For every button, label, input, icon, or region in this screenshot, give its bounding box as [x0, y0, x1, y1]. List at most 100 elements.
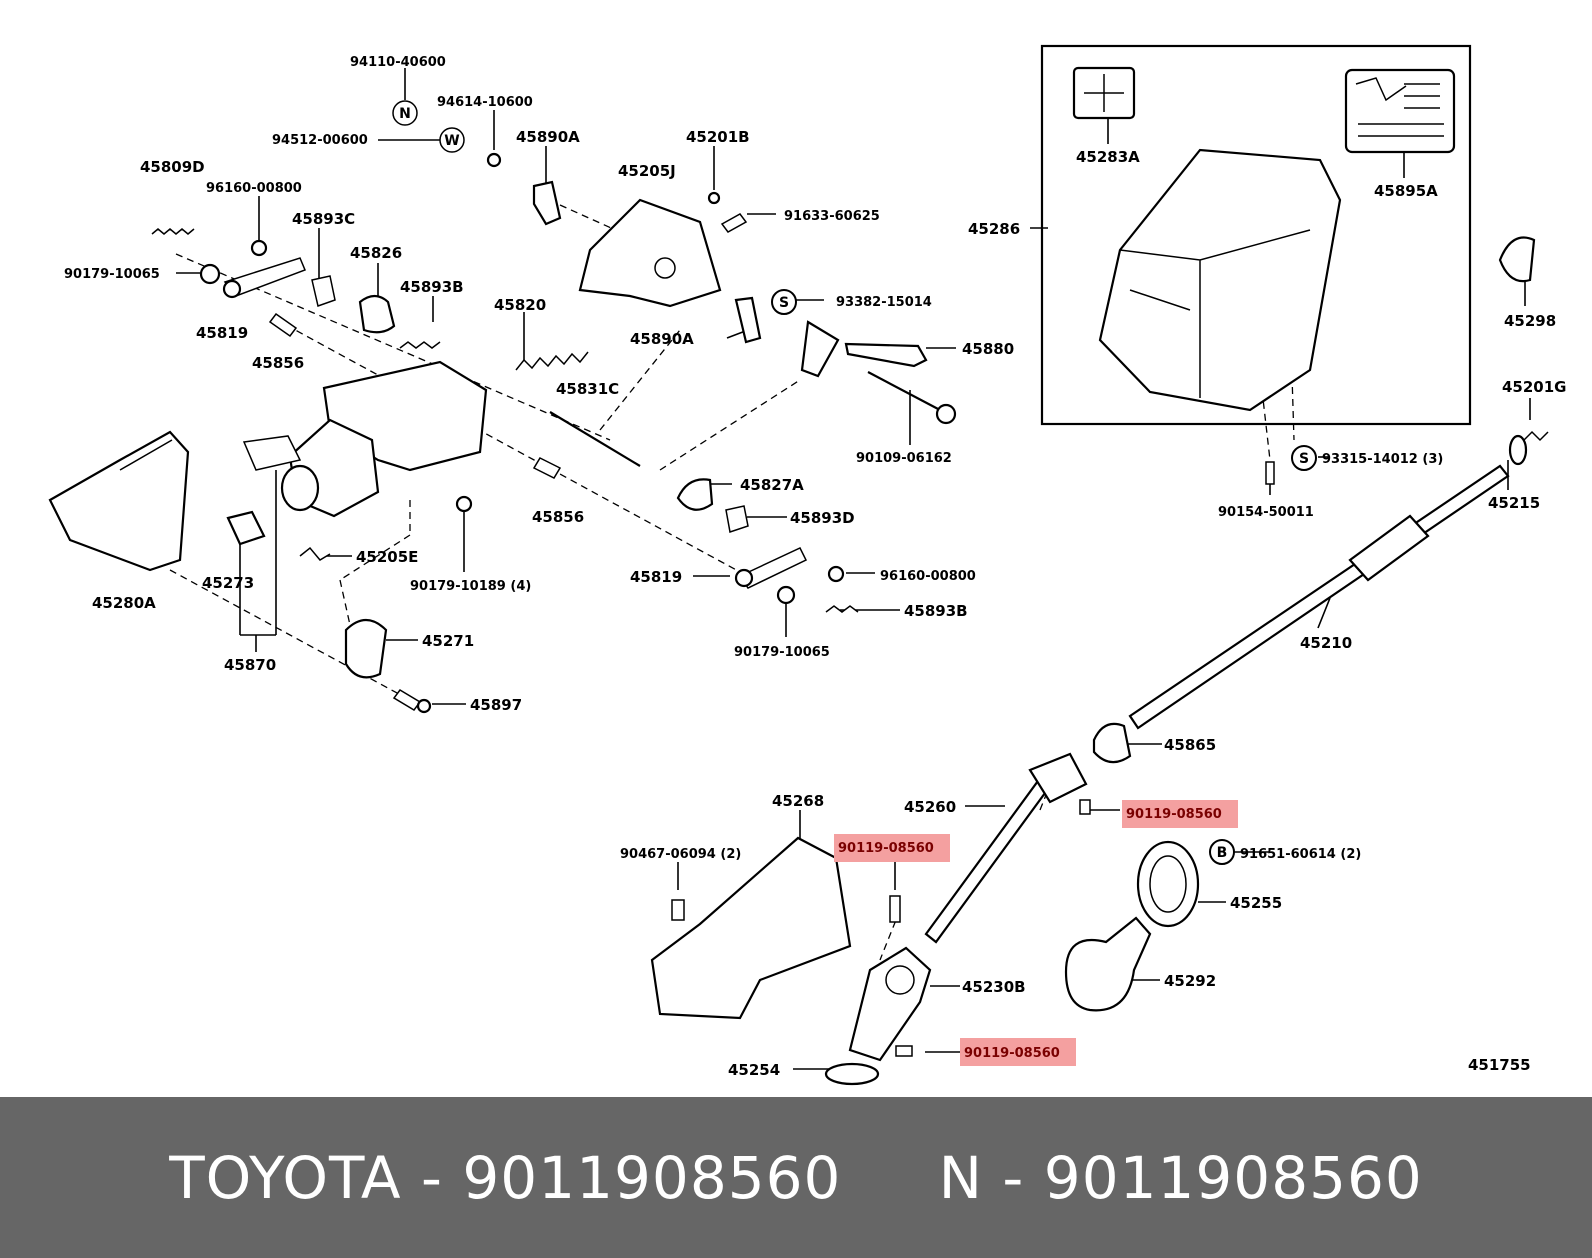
part-label[interactable]: 45880 — [962, 340, 1014, 358]
part-label[interactable]: 45893B — [400, 278, 464, 296]
part-label[interactable]: 90179-10065 — [734, 645, 830, 660]
part-label[interactable]: 45286 — [968, 220, 1020, 238]
spring-45820 — [515, 351, 589, 371]
support-45205j — [578, 198, 722, 308]
bolt-90109 — [867, 371, 941, 411]
parts-artwork — [48, 44, 1549, 1086]
part-label[interactable]: 45856 — [532, 508, 584, 526]
part-label[interactable]: 45827A — [740, 476, 804, 494]
universal-joint-45230b-cross — [885, 965, 915, 995]
column-cover-45286-detail — [1119, 229, 1311, 398]
nut-symbol-n — [392, 100, 418, 126]
bolt-90119-lower — [895, 1045, 913, 1057]
bolt-90154 — [1265, 461, 1275, 485]
part-label[interactable]: 94110-40600 — [350, 55, 446, 70]
symbol-letter-s: S — [779, 295, 789, 311]
part-label[interactable]: 90154-50011 — [1218, 505, 1314, 520]
cover-45268 — [650, 836, 852, 1020]
part-label[interactable]: 93315-14012 (3) — [1322, 452, 1443, 467]
label-45895a — [1344, 68, 1456, 154]
part-label[interactable]: 45298 — [1504, 312, 1556, 330]
main-shaft-45210 — [1128, 464, 1510, 730]
part-label[interactable]: 45260 — [904, 798, 956, 816]
part-label-highlighted[interactable]: 90119-08560 — [1126, 807, 1222, 822]
rod-45831c — [549, 411, 641, 467]
part-label[interactable]: 45870 — [224, 656, 276, 674]
part-label[interactable]: 45210 — [1300, 634, 1352, 652]
part-labels: 94110-40600 94614-10600 94512-00600 4589… — [64, 55, 1567, 1079]
symbol-letter-s: S — [1299, 451, 1309, 467]
cam-45826 — [358, 294, 396, 334]
nut-90179-10189 — [455, 495, 473, 513]
part-label[interactable]: 45273 — [202, 574, 254, 592]
part-label[interactable]: 45831C — [556, 380, 619, 398]
highlight-part-90119-08560 — [1122, 800, 1238, 828]
part-label[interactable]: 93382-15014 — [836, 295, 932, 310]
part-label[interactable]: 45201G — [1502, 378, 1567, 396]
cap-45298 — [1498, 236, 1536, 283]
part-label[interactable]: 45819 — [630, 568, 682, 586]
part-label[interactable]: 96160-00800 — [206, 181, 302, 196]
part-label[interactable]: 91633-60625 — [784, 209, 880, 224]
part-label[interactable]: 90109-06162 — [856, 451, 952, 466]
part-label[interactable]: 90467-06094 (2) — [620, 847, 741, 862]
highlight-part-90119-08560 — [834, 834, 950, 862]
part-label[interactable]: 91651-60614 (2) — [1240, 847, 1361, 862]
part-label[interactable]: 45820 — [494, 296, 546, 314]
part-label[interactable]: 45215 — [1488, 494, 1540, 512]
part-label[interactable]: 45268 — [772, 792, 824, 810]
part-label-highlighted[interactable]: 90119-08560 — [964, 1046, 1060, 1061]
highlights — [834, 800, 1238, 1066]
symbol-letter-b: B — [1217, 845, 1228, 861]
pin-45856-left — [268, 312, 298, 338]
part-label[interactable]: 45893B — [904, 602, 968, 620]
part-label[interactable]: 90179-10065 — [64, 267, 160, 282]
part-label[interactable]: 96160-00800 — [880, 569, 976, 584]
part-label[interactable]: 90179-10189 (4) — [410, 579, 531, 594]
part-label[interactable]: 45230B — [962, 978, 1026, 996]
bracket-45890a-top — [532, 180, 562, 226]
screw-45897-head — [416, 698, 432, 714]
highlight-part-90119-08560 — [960, 1038, 1076, 1066]
part-label[interactable]: 45897 — [470, 696, 522, 714]
part-label[interactable]: 45280A — [92, 594, 156, 612]
washer-symbol-w — [439, 127, 465, 153]
symbol-b-91651 — [1209, 839, 1235, 865]
boot-45255-inner — [1149, 855, 1187, 913]
symbol-s-93382 — [771, 289, 797, 315]
clip-94614 — [486, 152, 502, 168]
part-label[interactable]: 45890A — [516, 128, 580, 146]
symbol-s-93315 — [1291, 445, 1317, 471]
part-label[interactable]: 45271 — [422, 632, 474, 650]
part-label[interactable]: 45893D — [790, 509, 855, 527]
bracket-45893c — [311, 275, 336, 307]
part-label[interactable]: 45809D — [140, 158, 205, 176]
screw-45897 — [392, 689, 422, 711]
universal-joint-45230b — [848, 946, 932, 1062]
part-label[interactable]: 45895A — [1374, 182, 1438, 200]
bolt-91633 — [720, 213, 748, 233]
part-label[interactable]: 45255 — [1230, 894, 1282, 912]
part-label[interactable]: 45201B — [686, 128, 750, 146]
part-label[interactable]: 45205J — [618, 162, 676, 180]
part-label[interactable]: 45890A — [630, 330, 694, 348]
pin-45856-right — [532, 457, 562, 479]
part-label[interactable]: 45292 — [1164, 972, 1216, 990]
part-label[interactable]: 45856 — [252, 354, 304, 372]
part-label[interactable]: 45819 — [196, 324, 248, 342]
part-label[interactable]: 45865 — [1164, 736, 1216, 754]
part-label-highlighted[interactable]: 90119-08560 — [838, 841, 934, 856]
figure-code: 451755 — [1468, 1056, 1531, 1074]
bearing-45215 — [1508, 434, 1528, 466]
plate-45273-upper — [242, 435, 302, 471]
part-label[interactable]: 94512-00600 — [272, 133, 368, 148]
support-45205j-hub — [654, 257, 676, 279]
part-label[interactable]: 45893C — [292, 210, 355, 228]
part-label[interactable]: 45826 — [350, 244, 402, 262]
part-label[interactable]: 45205E — [356, 548, 418, 566]
part-label[interactable]: 45254 — [728, 1061, 780, 1079]
parts-diagram-svg: N W S S B 94110-40600 94614-10600 94512-… — [48, 44, 1567, 1086]
part-label[interactable]: 45283A — [1076, 148, 1140, 166]
part-label[interactable]: 94614-10600 — [437, 95, 533, 110]
spring-45201g — [1523, 430, 1549, 442]
